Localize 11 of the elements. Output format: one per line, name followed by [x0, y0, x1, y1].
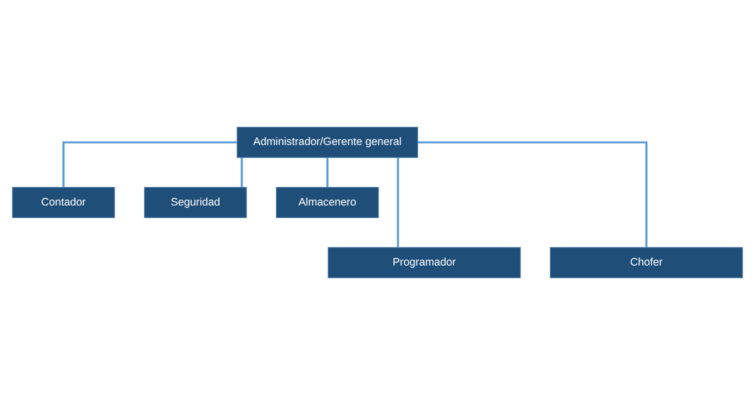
connector — [240, 158, 243, 188]
connector — [418, 141, 648, 248]
node-box: Administrador/Gerente general — [236, 126, 418, 158]
connector — [62, 141, 237, 188]
connector — [326, 158, 328, 188]
node-box: Chofer — [550, 247, 743, 278]
node-box: Contador — [12, 187, 115, 218]
node-box: Almacenero — [276, 187, 379, 218]
connector — [396, 158, 399, 248]
node-box: Programador — [328, 247, 521, 278]
node-box: Seguridad — [144, 187, 247, 218]
